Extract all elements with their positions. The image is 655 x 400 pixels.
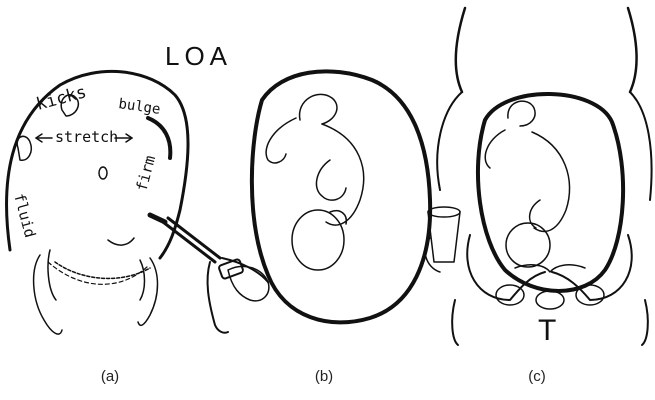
- label-stretch: stretch: [55, 128, 118, 146]
- label-firm: firm: [132, 153, 159, 193]
- fetus-c: [485, 101, 569, 267]
- fetoscope-icon: [150, 215, 268, 333]
- panel-a: kicks bulge stretch firm fluid: [7, 71, 269, 334]
- belly-curve-a: [108, 238, 134, 245]
- torso-outline-c: [456, 8, 637, 92]
- leg-right-c: [642, 300, 648, 345]
- kick-mark-side: [17, 136, 31, 160]
- caption-a: (a): [90, 368, 130, 385]
- panel-c: T: [425, 8, 652, 347]
- arm-right-c: [630, 92, 652, 200]
- hands-a: [34, 250, 158, 334]
- label-bulge: bulge: [117, 96, 161, 118]
- caption-b: (b): [304, 368, 344, 385]
- fetus-b: [266, 94, 364, 270]
- bulge-arc: [148, 118, 170, 158]
- panel-b: [252, 71, 430, 322]
- label-fluid: fluid: [10, 191, 39, 239]
- listener-ear: [228, 266, 269, 300]
- navel-a: [99, 167, 107, 179]
- caption-c: (c): [517, 368, 557, 385]
- uterus-outline-c: [478, 94, 623, 291]
- transverse-mark: T: [538, 314, 556, 347]
- leg-left-c: [452, 300, 458, 345]
- arm-left-c: [437, 92, 462, 190]
- title-loa: LOA: [165, 41, 232, 71]
